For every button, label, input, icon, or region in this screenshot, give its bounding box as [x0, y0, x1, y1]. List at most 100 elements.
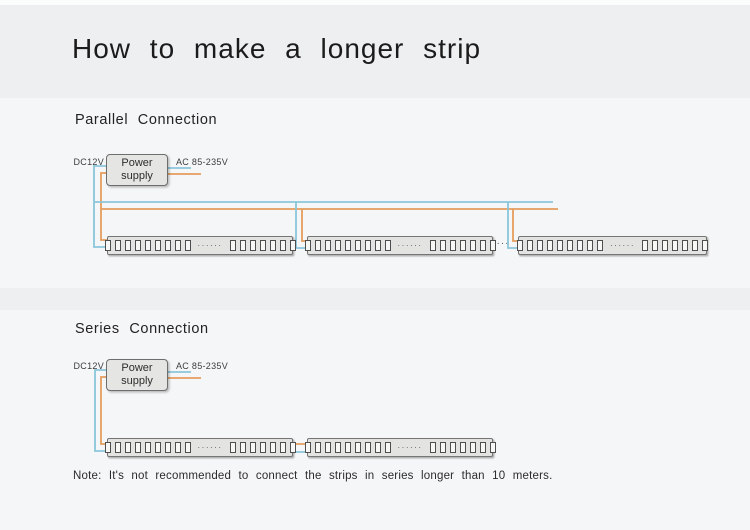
led — [374, 442, 381, 453]
led-group-left — [517, 240, 604, 251]
led — [104, 240, 111, 251]
led — [439, 240, 446, 251]
led-group-right — [429, 240, 496, 251]
led — [672, 240, 678, 251]
led-group-left — [304, 240, 391, 251]
led — [567, 240, 574, 251]
series-heading: Series Connection — [75, 321, 209, 337]
led-group-right — [429, 442, 496, 453]
led — [324, 240, 331, 251]
led — [479, 240, 486, 251]
section-divider-band — [0, 288, 750, 310]
led — [642, 240, 648, 251]
dc-voltage-label: DC12V — [73, 361, 104, 371]
ac-voltage-label: AC 85-235V — [176, 361, 229, 371]
led — [104, 442, 111, 453]
led — [229, 442, 236, 453]
led — [289, 442, 296, 453]
led-strip: ······ — [104, 236, 296, 255]
led — [269, 442, 276, 453]
led — [384, 240, 391, 251]
led — [144, 442, 151, 453]
led — [384, 442, 391, 453]
led-strip: ······ — [517, 236, 708, 255]
led — [429, 442, 436, 453]
page-title: How to make a longer strip — [72, 33, 482, 64]
led — [124, 240, 131, 251]
led — [449, 240, 456, 251]
led — [134, 442, 141, 453]
led — [164, 442, 171, 453]
led — [279, 240, 286, 251]
led — [239, 442, 246, 453]
led — [374, 240, 381, 251]
led — [304, 442, 311, 453]
led — [164, 240, 171, 251]
led — [249, 240, 256, 251]
led — [279, 442, 286, 453]
led — [249, 442, 256, 453]
led — [517, 240, 524, 251]
led — [354, 240, 361, 251]
led — [364, 442, 371, 453]
led — [344, 240, 351, 251]
led — [469, 442, 476, 453]
led — [527, 240, 534, 251]
led — [334, 442, 341, 453]
led — [269, 240, 276, 251]
led — [114, 442, 121, 453]
led — [229, 240, 236, 251]
led — [259, 240, 266, 251]
led-strip: ······ — [304, 438, 496, 457]
led — [144, 240, 151, 251]
led — [239, 240, 246, 251]
led — [489, 240, 496, 251]
led — [439, 442, 446, 453]
led — [577, 240, 584, 251]
led-group-right — [642, 240, 708, 251]
parallel-heading: Parallel Connection — [75, 112, 218, 128]
strip-dots: ······ — [197, 240, 223, 250]
led — [314, 442, 321, 453]
led — [154, 240, 161, 251]
led-group-left — [104, 442, 191, 453]
led — [662, 240, 668, 251]
led — [682, 240, 688, 251]
led — [134, 240, 141, 251]
strip-dots: ······ — [610, 240, 635, 250]
top-margin — [0, 0, 750, 5]
led-group-left — [304, 442, 391, 453]
led — [459, 442, 466, 453]
led — [692, 240, 698, 251]
led — [597, 240, 604, 251]
led — [354, 442, 361, 453]
strip-dots: ······ — [397, 442, 423, 452]
led — [259, 442, 266, 453]
led — [469, 240, 476, 251]
led — [114, 240, 121, 251]
led — [324, 442, 331, 453]
led — [702, 240, 708, 251]
led — [429, 240, 436, 251]
led — [459, 240, 466, 251]
led — [557, 240, 564, 251]
ac-voltage-label: AC 85-235V — [176, 157, 229, 167]
led — [174, 442, 181, 453]
led — [184, 442, 191, 453]
led — [184, 240, 191, 251]
led — [174, 240, 181, 251]
led — [489, 442, 496, 453]
strip-dots: ······ — [197, 442, 223, 452]
led — [364, 240, 371, 251]
led — [304, 240, 311, 251]
led-strip: ······ — [104, 438, 296, 457]
led — [314, 240, 321, 251]
power-supply-box: Power supply — [106, 154, 168, 186]
led — [124, 442, 131, 453]
note-text: Note: It's not recommended to connect th… — [73, 470, 553, 482]
led — [547, 240, 554, 251]
led — [652, 240, 658, 251]
power-supply-box: Power supply — [106, 359, 168, 391]
led — [289, 240, 296, 251]
strip-dots: ······ — [397, 240, 423, 250]
